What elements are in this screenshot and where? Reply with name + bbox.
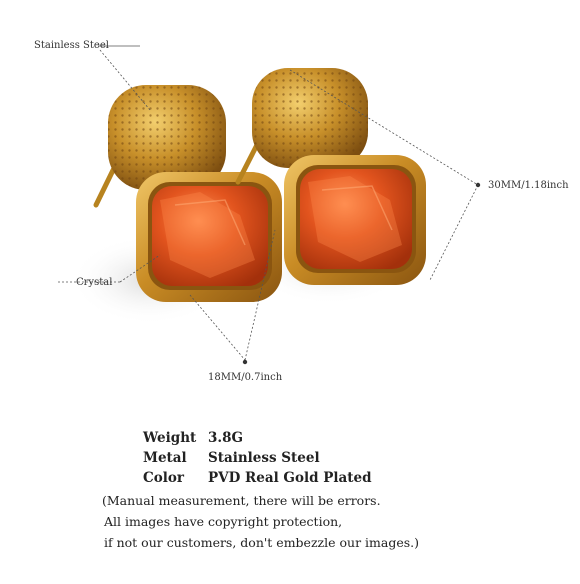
right-crystal <box>300 169 412 269</box>
crystal-callout: Crystal <box>76 277 113 288</box>
callout-dot-length <box>475 182 481 188</box>
left-crystal <box>152 186 268 286</box>
spec-metal-value: Stainless Steel <box>208 450 320 466</box>
disclaimer-line-2: All images have copyright protection, <box>104 514 343 529</box>
callout-lines <box>58 45 479 361</box>
width-callout: 18MM/0.7inch <box>208 372 283 383</box>
spec-weight-label: Weight <box>143 430 197 446</box>
callout-dot-width <box>242 359 248 365</box>
material-callout: Stainless Steel <box>34 40 109 51</box>
spec-color-value: PVD Real Gold Plated <box>208 470 372 486</box>
spec-color-label: Color <box>143 470 184 486</box>
right-earring <box>235 68 426 285</box>
left-earring <box>93 85 282 302</box>
disclaimer-line-3: if not our customers, don't embezzle our… <box>104 535 419 550</box>
spec-metal-label: Metal <box>143 450 187 466</box>
spec-weight-value: 3.8G <box>208 430 244 446</box>
disclaimer-line-1: (Manual measurement, there will be error… <box>102 493 381 508</box>
length-callout: 30MM/1.18inch <box>488 180 569 191</box>
